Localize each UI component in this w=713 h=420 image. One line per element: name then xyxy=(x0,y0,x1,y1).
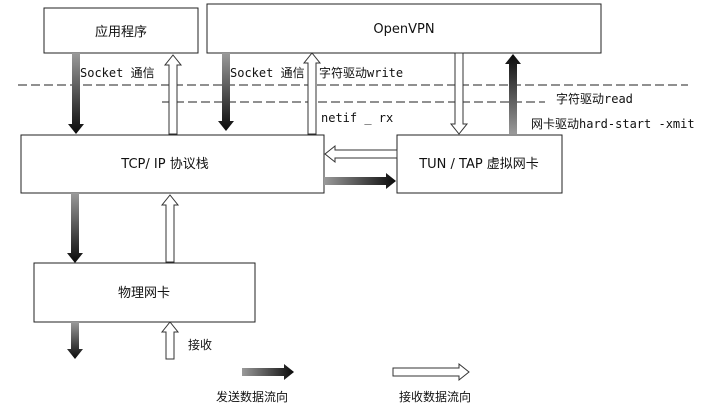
send-arrow-stack-to-phy xyxy=(67,193,83,263)
receive-label: 接收 xyxy=(188,337,212,352)
send-arrow-tun-to-openvpn xyxy=(505,54,521,134)
tcpip-box: TCP/ IP 协议栈 xyxy=(20,134,325,194)
netif-rx-label: netif _ rx xyxy=(321,111,393,125)
legend-send-label: 发送数据流向 xyxy=(216,389,288,404)
tcpip-label: TCP/ IP 协议栈 xyxy=(120,157,208,172)
legend-recv-arrow xyxy=(392,362,470,382)
socket-label-right: Socket 通信 xyxy=(230,66,305,80)
recv-arrow-stack-to-openvpn xyxy=(302,52,322,135)
tuntap-box: TUN / TAP 虚拟网卡 xyxy=(396,134,563,194)
openvpn-box: OpenVPN xyxy=(206,3,602,54)
char-write-label: 字符驱动write xyxy=(319,65,403,80)
nic-xmit-label: 网卡驱动hard-start -xmit xyxy=(531,117,695,131)
app-box: 应用程序 xyxy=(43,7,199,54)
send-arrow-phy-out xyxy=(67,322,83,359)
recv-arrow-phy-to-stack xyxy=(160,194,180,263)
recv-arrow-openvpn-to-tun xyxy=(449,52,469,135)
socket-label-left: Socket 通信 xyxy=(80,66,155,80)
send-arrow-stack-to-tun xyxy=(324,173,396,189)
phy-label: 物理网卡 xyxy=(118,286,170,301)
tuntap-label: TUN / TAP 虚拟网卡 xyxy=(418,157,539,172)
recv-arrow-tun-to-stack xyxy=(324,144,398,164)
legend: 发送数据流向 接收数据流向 xyxy=(216,362,471,404)
phy-box: 物理网卡 xyxy=(33,262,256,323)
legend-recv-label: 接收数据流向 xyxy=(399,389,471,404)
recv-arrow-phy-in xyxy=(160,321,180,360)
app-label: 应用程序 xyxy=(95,24,147,40)
legend-send-arrow xyxy=(242,364,294,380)
char-read-label: 字符驱动read xyxy=(556,91,633,106)
send-arrow-openvpn-to-stack xyxy=(218,53,234,131)
openvpn-label: OpenVPN xyxy=(373,22,434,37)
send-arrow-app-to-stack xyxy=(68,53,84,134)
recv-arrow-stack-to-app xyxy=(163,54,183,135)
